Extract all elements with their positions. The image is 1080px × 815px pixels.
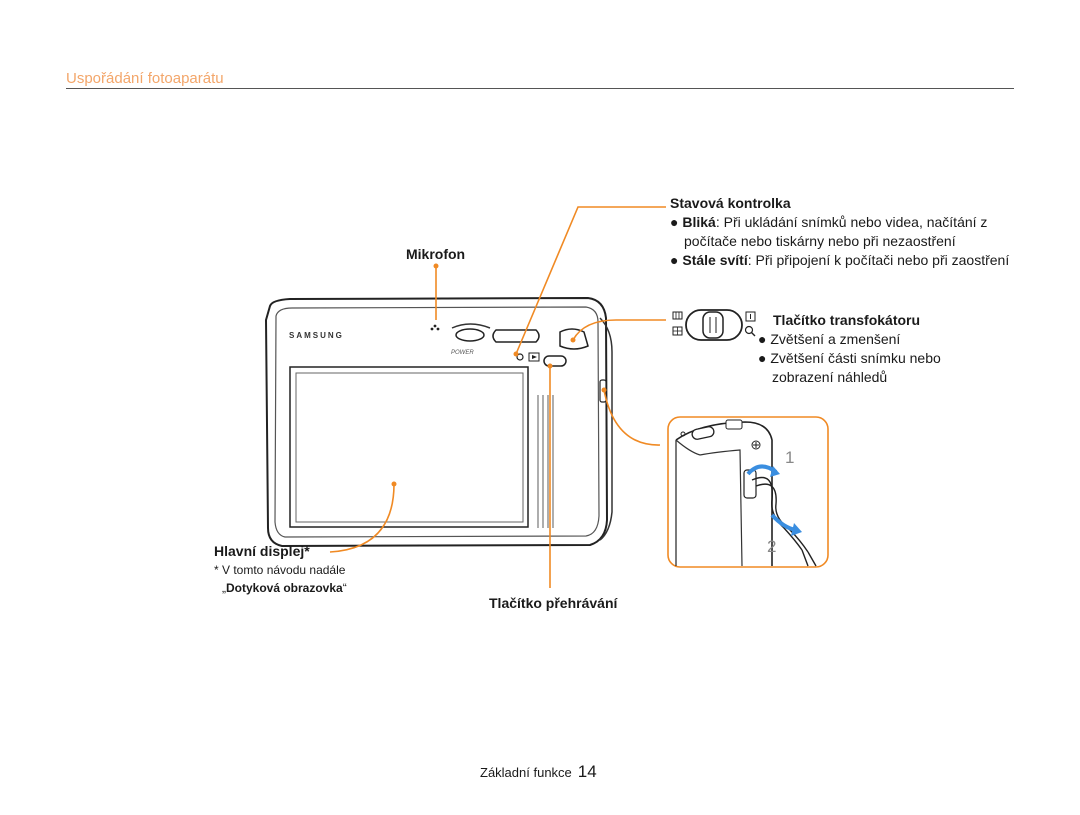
magnifier-icon	[744, 325, 754, 335]
shutter-button	[492, 329, 540, 343]
strap-step-2: 2	[767, 537, 777, 556]
main-display-callout: Hlavní displej* * V tomto návodu nadále …	[214, 543, 347, 596]
zoom-in-icon	[745, 311, 756, 322]
status-lamp-callout: Stavová kontrolka ● Bliká: Při ukládání …	[670, 194, 1009, 270]
status-lamp-item-blink: ● Bliká: Při ukládání snímků nebo videa,…	[670, 214, 988, 230]
title-divider	[66, 88, 1014, 89]
footer-label: Základní funkce	[480, 765, 572, 780]
thumbnail-icon	[672, 311, 683, 320]
speaker-grill	[537, 395, 554, 528]
section-title: Uspořádání fotoaparátu	[66, 70, 224, 87]
camera-body	[264, 296, 613, 548]
status-lamp-title: Stavová kontrolka	[670, 195, 791, 211]
zoom-item-2-cont: zobrazení náhledů	[772, 369, 888, 385]
page-number: 14	[577, 762, 597, 781]
zoom-button-callout: Tlačítko transfokátoru ● Zvětšení a zmen…	[758, 311, 941, 387]
playback-button	[543, 355, 567, 367]
main-display-screen	[289, 366, 529, 528]
zoom-lever-detail	[672, 309, 756, 341]
microphone-hole	[433, 324, 437, 328]
status-lamp-item-blink-cont: počítače nebo tiskárny nebo při nezaostř…	[684, 233, 956, 249]
power-button	[455, 328, 485, 342]
camera-brand-logo: SAMSUNG	[289, 331, 344, 340]
main-display-title: Hlavní displej*	[214, 543, 310, 559]
strap-inset	[667, 416, 829, 568]
power-label: POWER	[451, 350, 474, 356]
strap-step-1: 1	[785, 448, 795, 467]
playback-icon	[528, 352, 540, 362]
page-footer: Základní funkce 14	[480, 762, 597, 782]
microphone-label: Mikrofon	[406, 246, 466, 262]
playback-button-label: Tlačítko přehrávání	[489, 595, 618, 611]
status-lamp-item-steady: ● Stále svítí: Při připojení k počítači …	[670, 252, 1010, 268]
zoom-item-2: ● Zvětšení části snímku nebo	[758, 350, 941, 366]
zoom-item-1: ● Zvětšení a zmenšení	[758, 331, 901, 347]
status-lamp	[516, 353, 524, 361]
main-display-note-term: „Dotyková obrazovka“	[222, 581, 347, 595]
zoom-button-title: Tlačítko transfokátoru	[773, 312, 921, 328]
callout-dots	[391, 263, 607, 487]
main-display-note: * V tomto návodu nadále	[214, 563, 346, 577]
callout-lines	[329, 206, 666, 588]
